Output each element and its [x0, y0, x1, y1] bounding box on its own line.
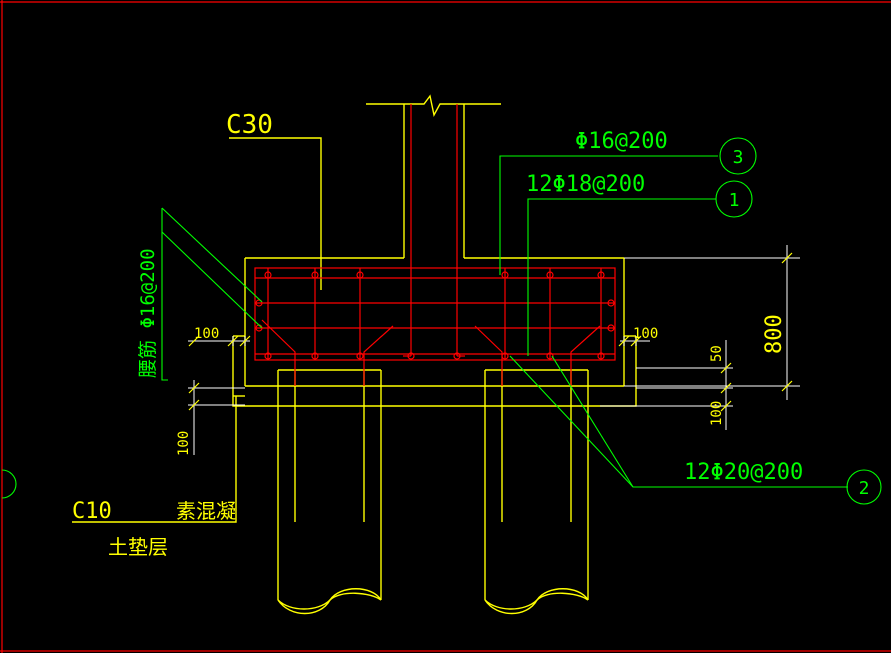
waist-rebar-leader: [161, 208, 168, 381]
label-rebar-1: 12Φ18@200: [526, 172, 645, 197]
label-rebar-2: 12Φ20@200: [684, 460, 803, 485]
callout-1-circle: [715, 180, 753, 218]
left-pile-anchor-right: [363, 325, 394, 386]
left-pile-break-curve-2: [277, 592, 382, 610]
text-labels: C30 C10 素混凝 土垫层 腰筋 Φ16@200 Φ16@200 12Φ18…: [72, 110, 869, 559]
c10-leader: [72, 396, 237, 523]
dim-left-100: 100: [194, 326, 219, 342]
dim-800: 800: [762, 314, 787, 354]
dimension-ticks: [188, 252, 793, 412]
rebar-dots: [255, 271, 615, 360]
label-waist-rebar: 腰筋 Φ16@200: [137, 248, 159, 378]
callout-3-number: 3: [733, 147, 744, 168]
rebar-cage: [254, 104, 616, 386]
label-c10: C10: [72, 499, 112, 524]
column-break-line: [366, 94, 501, 118]
callout-2-circle: [846, 469, 882, 505]
label-c30: C30: [226, 110, 273, 140]
right-pile-anchor-left: [474, 325, 503, 386]
label-plain-concrete: 素混凝: [176, 499, 236, 523]
cushion-outline: [232, 336, 637, 407]
label-cushion-layer: 土垫层: [108, 535, 168, 559]
right-pile-break-curve-2: [484, 592, 589, 610]
rebar-1-leader: [527, 198, 716, 356]
dim-left-vertical-100: 100: [176, 431, 192, 456]
rebar-3-leader: [499, 155, 718, 275]
c30-leader: [229, 137, 322, 290]
callout-1-number: 1: [729, 190, 740, 211]
dim-right-100: 100: [633, 326, 658, 342]
left-pile-anchor-left: [261, 319, 296, 386]
dim-right-vertical-100: 100: [709, 401, 725, 426]
callout-2-number: 2: [859, 478, 870, 499]
label-rebar-3: Φ16@200: [575, 129, 668, 154]
callout-3-circle: [719, 137, 757, 175]
structure-outline: [72, 94, 637, 615]
offscreen-callout-arc: [1, 469, 17, 499]
cap-stirrup: [254, 267, 616, 361]
dim-50: 50: [709, 345, 725, 362]
right-pile-anchor-right: [570, 325, 601, 386]
annotation-leaders: [1, 137, 882, 505]
